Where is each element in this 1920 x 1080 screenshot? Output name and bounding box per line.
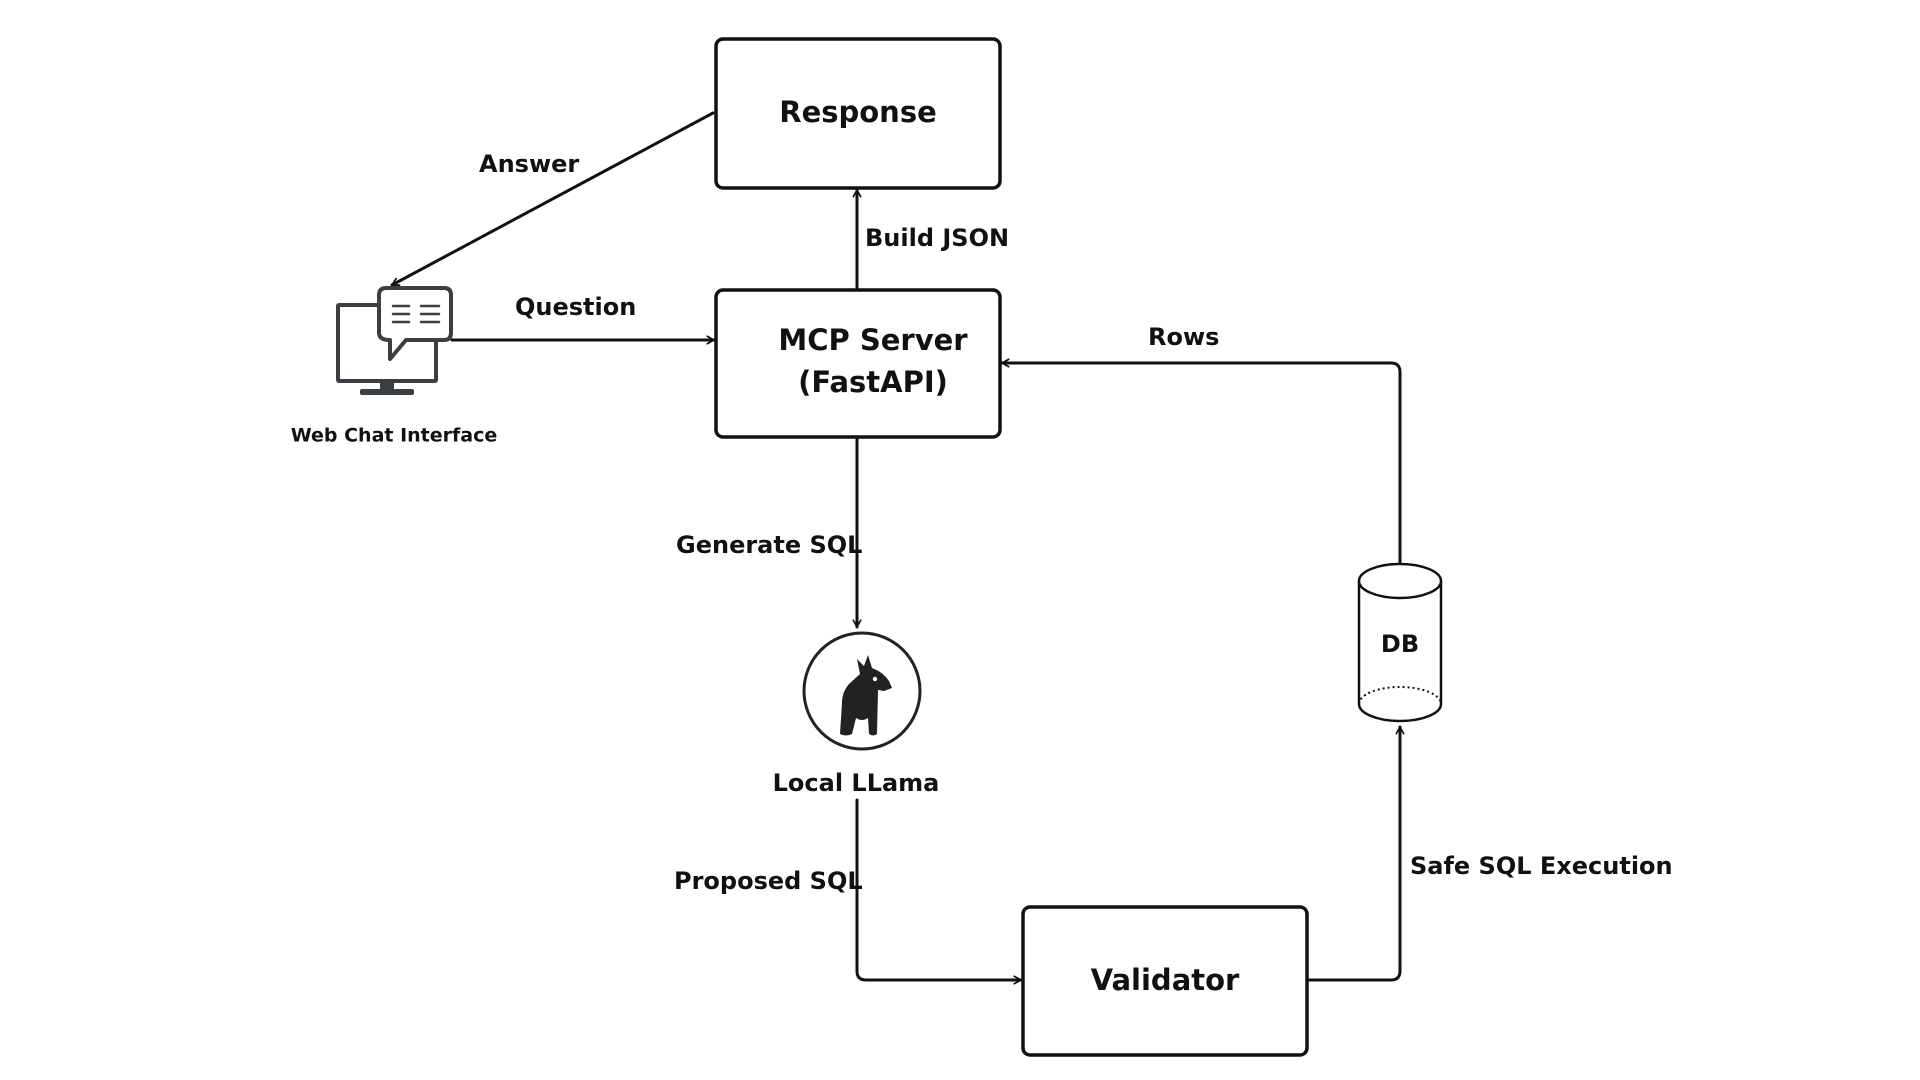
question-label: Question (515, 293, 636, 321)
llama-logo-icon (802, 631, 922, 751)
mcp-server-title: MCP Server (778, 323, 968, 357)
response-node: Response (714, 37, 1002, 190)
generate-sql-label: Generate SQL (676, 531, 862, 559)
mcp-server-node: MCP Server (FastAPI) (714, 288, 1002, 439)
validator-node: Validator (1021, 905, 1309, 1057)
safe-sql-execution-arrow (1307, 725, 1400, 982)
build-json-label: Build JSON (865, 224, 1009, 252)
db-node: DB (1357, 562, 1443, 723)
safe-sql-execution-label: Safe SQL Execution (1410, 852, 1673, 880)
response-title: Response (779, 95, 937, 129)
proposed-sql-arrow (855, 798, 1023, 980)
web-chat-node: Web Chat Interface (291, 286, 498, 447)
llama-caption: Local LLama (773, 769, 940, 797)
answer-label: Answer (479, 150, 579, 178)
web-chat-caption: Web Chat Interface (291, 425, 498, 447)
rows-label: Rows (1148, 323, 1219, 351)
db-label: DB (1381, 630, 1419, 658)
llama-node: Local LLama (773, 631, 940, 797)
chat-monitor-icon (336, 286, 453, 395)
answer-arrow (390, 111, 715, 287)
database-cylinder-icon (1357, 562, 1443, 723)
rows-arrow (1000, 363, 1402, 569)
mcp-server-subtitle: (FastAPI) (798, 365, 948, 399)
proposed-sql-label: Proposed SQL (674, 867, 863, 895)
validator-title: Validator (1091, 963, 1240, 997)
